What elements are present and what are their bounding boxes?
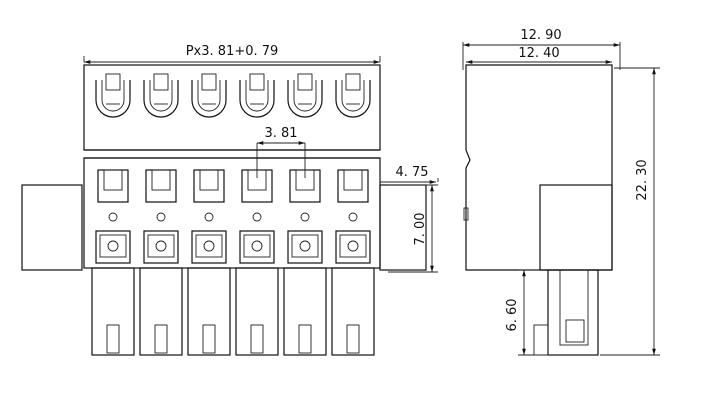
- clamp-window: [191, 230, 227, 264]
- screw-slot: [201, 73, 217, 91]
- screw-housing: [191, 80, 227, 118]
- test-hole: [204, 212, 214, 222]
- screw-housing-inner: [149, 80, 173, 112]
- pin: [154, 324, 168, 354]
- screw-housing: [335, 80, 371, 118]
- screw-slot: [297, 73, 313, 91]
- pin-housing: [283, 267, 327, 356]
- screw-housing-inner: [101, 80, 125, 112]
- clamp-screw: [107, 240, 119, 252]
- dimension-labels: Px3. 81+0. 79 3. 81 4. 75 7. 00 12. 90 1…: [186, 28, 650, 332]
- wire-entry-inner: [151, 169, 171, 191]
- clamp-window: [143, 230, 179, 264]
- wire-entry: [193, 169, 225, 203]
- front-view: [21, 64, 427, 356]
- side-body: [465, 64, 613, 271]
- pin-housing: [91, 267, 135, 356]
- test-hole: [300, 212, 310, 222]
- dim-height-front: 7. 00: [413, 212, 428, 245]
- screw-housing: [95, 80, 131, 118]
- screw-housing: [239, 80, 275, 118]
- side-view: [463, 64, 613, 356]
- clamp-screw: [299, 240, 311, 252]
- clamp-inner: [99, 234, 127, 258]
- test-hole: [348, 212, 358, 222]
- pin: [298, 324, 312, 354]
- pole-group: [91, 73, 375, 356]
- dimension-lines: [83, 42, 660, 356]
- clamp-inner: [339, 234, 367, 258]
- clamp-inner: [195, 234, 223, 258]
- screw-slot: [249, 73, 265, 91]
- left-flange: [21, 184, 83, 271]
- pin-housing: [331, 267, 375, 356]
- screw-housing-inner: [245, 80, 269, 112]
- screw-housing: [287, 80, 323, 118]
- lower-housing: [83, 157, 381, 269]
- screw-housing-inner: [197, 80, 221, 112]
- pin-housing: [139, 267, 183, 356]
- dim-pitch-total: Px3. 81+0. 79: [186, 44, 279, 59]
- clamp-window: [335, 230, 371, 264]
- clamp-inner: [147, 234, 175, 258]
- screw-slot: [153, 73, 169, 91]
- pin-housing: [235, 267, 279, 356]
- test-hole: [252, 212, 262, 222]
- clamp-screw: [155, 240, 167, 252]
- wire-entry: [337, 169, 369, 203]
- screw-slot: [105, 73, 121, 91]
- pin-housing: [187, 267, 231, 356]
- wire-entry-inner: [103, 169, 123, 191]
- test-hole: [108, 212, 118, 222]
- pin: [106, 324, 120, 354]
- wire-entry: [97, 169, 129, 203]
- dim-width-overall: 12. 90: [520, 28, 561, 43]
- clamp-window: [95, 230, 131, 264]
- pin: [250, 324, 264, 354]
- dim-height-total: 22. 30: [635, 159, 650, 200]
- dim-pitch: 3. 81: [264, 126, 297, 141]
- screw-housing: [143, 80, 179, 118]
- screw-housing-inner: [341, 80, 365, 112]
- pin: [202, 324, 216, 354]
- clamp-screw: [203, 240, 215, 252]
- dim-width-body: 12. 40: [518, 46, 559, 61]
- test-hole: [156, 212, 166, 222]
- wire-entry-inner: [343, 169, 363, 191]
- clamp-inner: [243, 234, 271, 258]
- dim-pin-height: 6. 60: [505, 298, 520, 331]
- wire-entry: [145, 169, 177, 203]
- screw-slot: [345, 73, 361, 91]
- clamp-window: [239, 230, 275, 264]
- pin: [346, 324, 360, 354]
- side-block: [539, 184, 613, 271]
- clamp-inner: [291, 234, 319, 258]
- dim-offset-right: 4. 75: [395, 165, 428, 180]
- clamp-screw: [251, 240, 263, 252]
- screw-housing-inner: [293, 80, 317, 112]
- wire-entry-inner: [199, 169, 219, 191]
- clamp-window: [287, 230, 323, 264]
- clamp-screw: [347, 240, 359, 252]
